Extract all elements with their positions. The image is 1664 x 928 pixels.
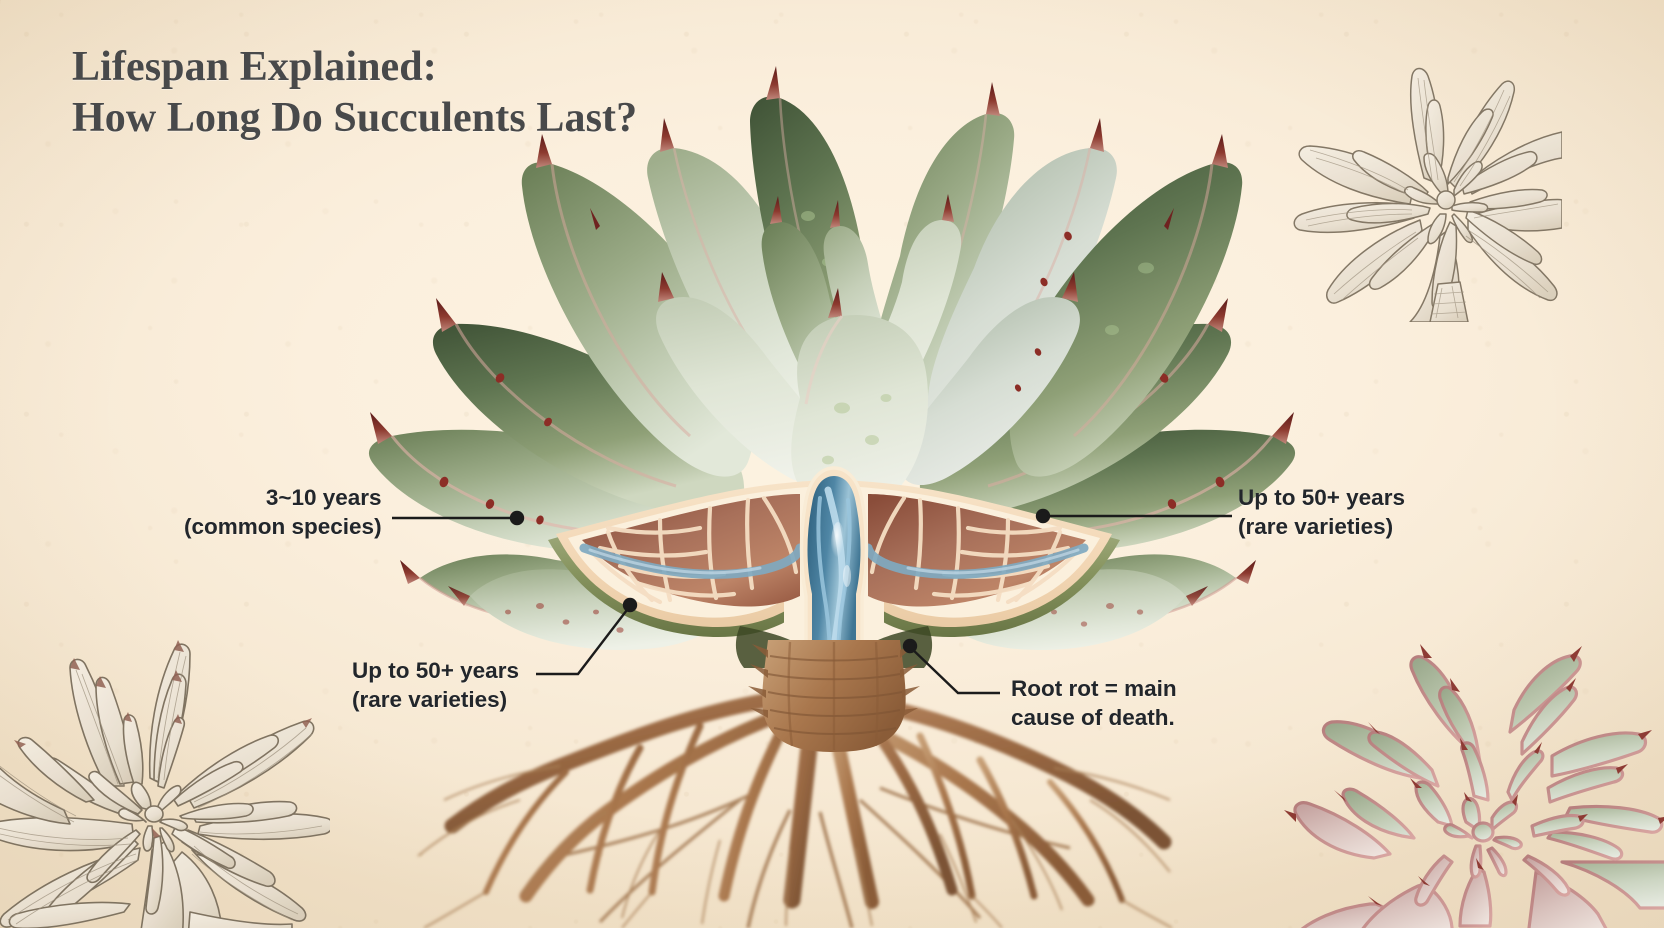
callout-root-rot-line-2: cause of death. xyxy=(1011,704,1175,730)
leaf-ring-inner xyxy=(656,194,1080,515)
stem-caudex xyxy=(748,640,920,752)
decorative-succulent-sketch-top-right xyxy=(1293,67,1562,322)
decorative-succulent-painted-bottom-right xyxy=(1284,644,1664,928)
callout-common-species: 3~10 years (common species) xyxy=(184,484,382,542)
callout-rare-lower-left-line-1: Up to 50+ years xyxy=(352,658,519,683)
page-title: Lifespan Explained: How Long Do Succulen… xyxy=(72,42,637,144)
callout-root-rot: Root rot = main cause of death. xyxy=(1011,675,1177,733)
decorative-succulent-sketch-bottom-left xyxy=(0,640,330,928)
callout-rare-varieties-lower-left: Up to 50+ years (rare varieties) xyxy=(352,657,519,715)
callout-rare-varieties-right: Up to 50+ years (rare varieties) xyxy=(1238,484,1405,542)
callout-rare-right-line-2: (rare varieties) xyxy=(1238,513,1394,539)
callout-common-species-line-2: (common species) xyxy=(184,513,382,539)
leader-line-root-rot xyxy=(909,646,1000,695)
page-title-line-2: How Long Do Succulents Last? xyxy=(72,95,638,142)
root-system xyxy=(417,692,1173,928)
stem-cross-section xyxy=(548,466,1120,676)
leader-line-rare-lower-left xyxy=(536,605,631,676)
page-title-line-1: Lifespan Explained: xyxy=(72,44,437,90)
callout-root-rot-line-1: Root rot = main xyxy=(1011,676,1177,701)
callout-rare-right-line-1: Up to 50+ years xyxy=(1238,485,1405,510)
callout-common-species-line-1: 3~10 years xyxy=(265,485,382,510)
callout-rare-lower-left-line-2: (rare varieties) xyxy=(352,686,508,712)
